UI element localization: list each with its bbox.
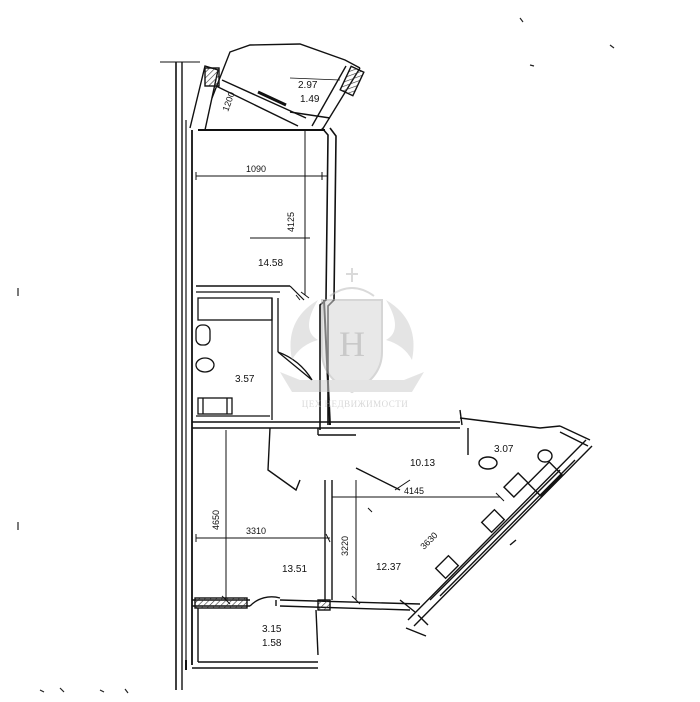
area-room-lower-left: 13.51 <box>282 564 307 575</box>
crown-icon <box>329 268 375 297</box>
area-hall: 10.13 <box>410 458 435 469</box>
dim-width-4145: 4145 <box>404 486 424 496</box>
dim-width-3310: 3310 <box>246 526 266 536</box>
bottom-rooms-walls <box>192 596 421 611</box>
area-balcony-top-sub: 1.49 <box>300 94 320 105</box>
balcony-top <box>189 43 365 131</box>
area-kitchen: 3.07 <box>494 444 514 455</box>
watermark-monogram: Н <box>339 324 365 364</box>
dimension-lines <box>195 130 505 605</box>
stray-marks <box>17 17 615 694</box>
area-room-lower-right: 12.37 <box>376 562 401 573</box>
area-balcony-bottom: 3.15 <box>262 624 282 635</box>
balcony-bottom <box>185 608 319 670</box>
area-bathroom: 3.57 <box>235 374 255 385</box>
dim-diag-3630: 3630 <box>418 530 439 551</box>
laurel-right-icon <box>386 300 414 360</box>
kitchen-walls <box>399 439 593 637</box>
dim-width-1090: 1090 <box>246 164 266 174</box>
watermark-caption: ЦЕХ НЕДВИЖИМОСТИ <box>302 399 409 409</box>
outer-left-wall <box>160 61 200 690</box>
area-labels: 2.97 1.49 14.58 3.57 10.13 3.07 13.51 12… <box>235 80 514 649</box>
area-balcony-bottom-sub: 1.58 <box>262 638 282 649</box>
watermark: Н ЦЕХ НЕДВИЖИМОСТИ <box>280 268 424 409</box>
dim-height-4125: 4125 <box>286 212 296 232</box>
laurel-left-icon <box>290 300 318 360</box>
dim-balcony-1200: 1200 <box>220 90 236 112</box>
dim-height-3220: 3220 <box>340 536 350 556</box>
area-balcony-top: 2.97 <box>298 80 318 91</box>
dim-height-4650: 4650 <box>211 510 221 530</box>
area-room-top: 14.58 <box>258 258 283 269</box>
bathroom <box>195 297 313 420</box>
hall-walls <box>192 409 591 600</box>
ribbon-icon <box>280 372 424 392</box>
